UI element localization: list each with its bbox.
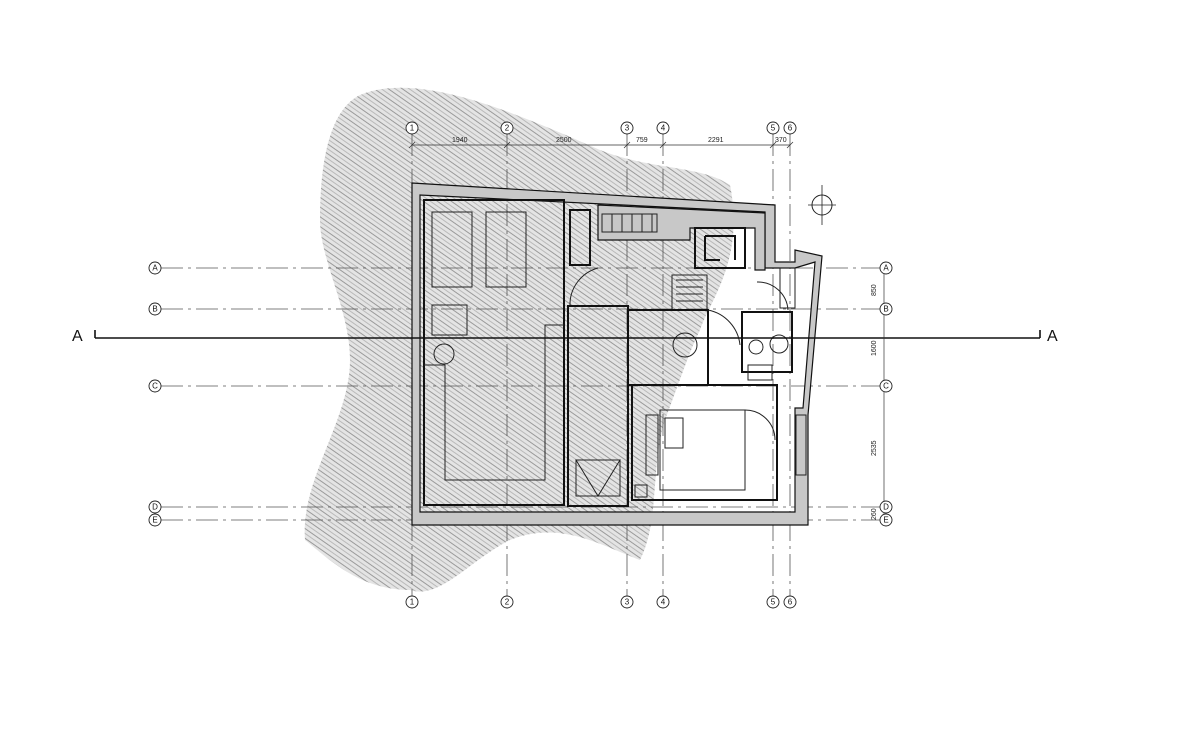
axis-5-top: 5 — [766, 121, 780, 135]
svg-text:2: 2 — [505, 598, 510, 607]
lamp-symbol — [433, 343, 455, 365]
closet-column — [569, 209, 591, 266]
axis-6-top: 6 — [783, 121, 797, 135]
pillow — [664, 417, 684, 449]
axis-4-top: 4 — [656, 121, 670, 135]
dim-tick — [769, 141, 777, 149]
axis-C-right: C — [879, 379, 893, 393]
svg-text:5: 5 — [771, 124, 776, 133]
dim-right-3: 2535 — [871, 440, 878, 456]
toilet-symbol — [748, 339, 764, 355]
dim-right-2: 1600 — [871, 340, 878, 356]
svg-text:4: 4 — [661, 598, 666, 607]
corridor-wall — [567, 305, 629, 507]
section-label-left: A — [72, 328, 83, 345]
dim-tick — [659, 141, 667, 149]
door-swing-two — [707, 309, 741, 346]
svg-text:E: E — [883, 516, 888, 525]
svg-text:B: B — [152, 305, 157, 314]
rotation-symbol — [672, 332, 698, 358]
washbasin-symbol — [769, 334, 789, 354]
svg-text:A: A — [883, 264, 889, 273]
stair-steps — [601, 213, 658, 233]
nightstand — [634, 484, 648, 498]
svg-text:3: 3 — [625, 598, 630, 607]
axis-B-right: B — [879, 302, 893, 316]
bed-two — [485, 211, 527, 288]
axis-B-left: B — [148, 302, 162, 316]
axis-4-bottom: 4 — [656, 595, 670, 609]
axis-3-bottom: 3 — [620, 595, 634, 609]
stair-landing-right — [779, 267, 796, 309]
stair-spiral — [694, 227, 746, 269]
dim-top-2: 2500 — [556, 137, 572, 144]
dim-top-3: 759 — [636, 137, 648, 144]
svg-text:C: C — [883, 382, 889, 391]
axis-2-top: 2 — [500, 121, 514, 135]
stair-lines — [611, 214, 653, 232]
axis-6-bottom: 6 — [783, 595, 797, 609]
axis-E-right: E — [879, 513, 893, 527]
axis-E-left: E — [148, 513, 162, 527]
svg-text:3: 3 — [625, 124, 630, 133]
dim-right-1: 850 — [871, 284, 878, 296]
sofa-l-shape — [424, 324, 564, 481]
axis-A-right: A — [879, 261, 893, 275]
axis-1-bottom: 1 — [405, 595, 419, 609]
landing-steps — [676, 279, 703, 302]
axis-D-right: D — [879, 500, 893, 514]
storage-triangle — [575, 459, 621, 497]
double-bed — [659, 409, 746, 491]
axis-A-left: A — [148, 261, 162, 275]
bed-one — [431, 211, 473, 288]
axis-1-top: 1 — [405, 121, 419, 135]
svg-text:B: B — [883, 305, 888, 314]
dim-right-4: 260 — [871, 508, 878, 520]
svg-text:D: D — [883, 503, 889, 512]
door-swing-one — [569, 267, 599, 307]
dim-tick — [408, 141, 416, 149]
svg-text:1: 1 — [410, 124, 415, 133]
bath-room — [741, 311, 793, 373]
room-left-outline — [423, 199, 565, 506]
axis-2-bottom: 2 — [500, 595, 514, 609]
sofa-outline — [431, 304, 468, 336]
axis-3-top: 3 — [620, 121, 634, 135]
axis-C-left: C — [148, 379, 162, 393]
north-arrow-icon — [808, 185, 836, 225]
dim-top-1: 1940 — [452, 137, 468, 144]
dim-tick — [503, 141, 511, 149]
bedroom-outline — [631, 384, 778, 501]
axis-5-bottom: 5 — [766, 595, 780, 609]
door-swing-three — [756, 281, 789, 311]
section-label-right: A — [1047, 328, 1058, 345]
svg-text:5: 5 — [771, 598, 776, 607]
svg-text:E: E — [152, 516, 157, 525]
svg-text:A: A — [152, 264, 158, 273]
dim-tick — [786, 141, 794, 149]
svg-text:2: 2 — [505, 124, 510, 133]
axis-D-left: D — [148, 500, 162, 514]
svg-text:D: D — [152, 503, 158, 512]
shower-tray — [747, 364, 773, 381]
svg-text:C: C — [152, 382, 158, 391]
svg-text:1: 1 — [410, 598, 415, 607]
svg-text:6: 6 — [788, 598, 793, 607]
desk — [645, 414, 659, 476]
dim-tick — [623, 141, 631, 149]
door-swing-four — [744, 409, 776, 441]
stair-wall-zone — [597, 204, 766, 271]
dim-top-5: 370 — [775, 137, 787, 144]
dim-top-4: 2291 — [708, 137, 724, 144]
closet-right — [795, 414, 807, 476]
svg-text:6: 6 — [788, 124, 793, 133]
svg-text:4: 4 — [661, 124, 666, 133]
